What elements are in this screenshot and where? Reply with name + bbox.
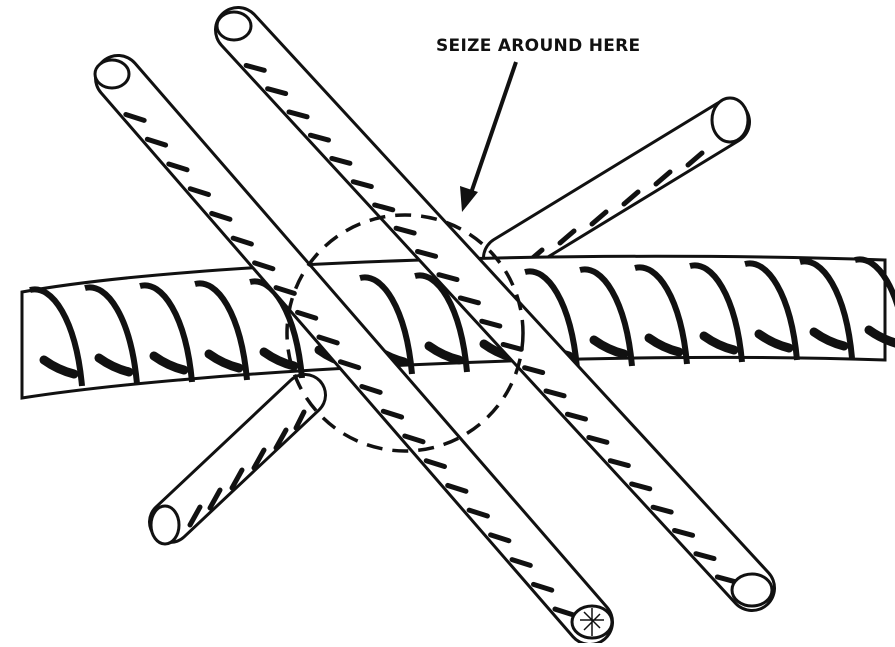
callout-label: SEIZE AROUND HERE bbox=[436, 36, 640, 56]
loose-strand-lower-left bbox=[151, 395, 305, 544]
loose-strand-upper-right bbox=[505, 98, 748, 262]
callout-arrow bbox=[460, 62, 516, 212]
